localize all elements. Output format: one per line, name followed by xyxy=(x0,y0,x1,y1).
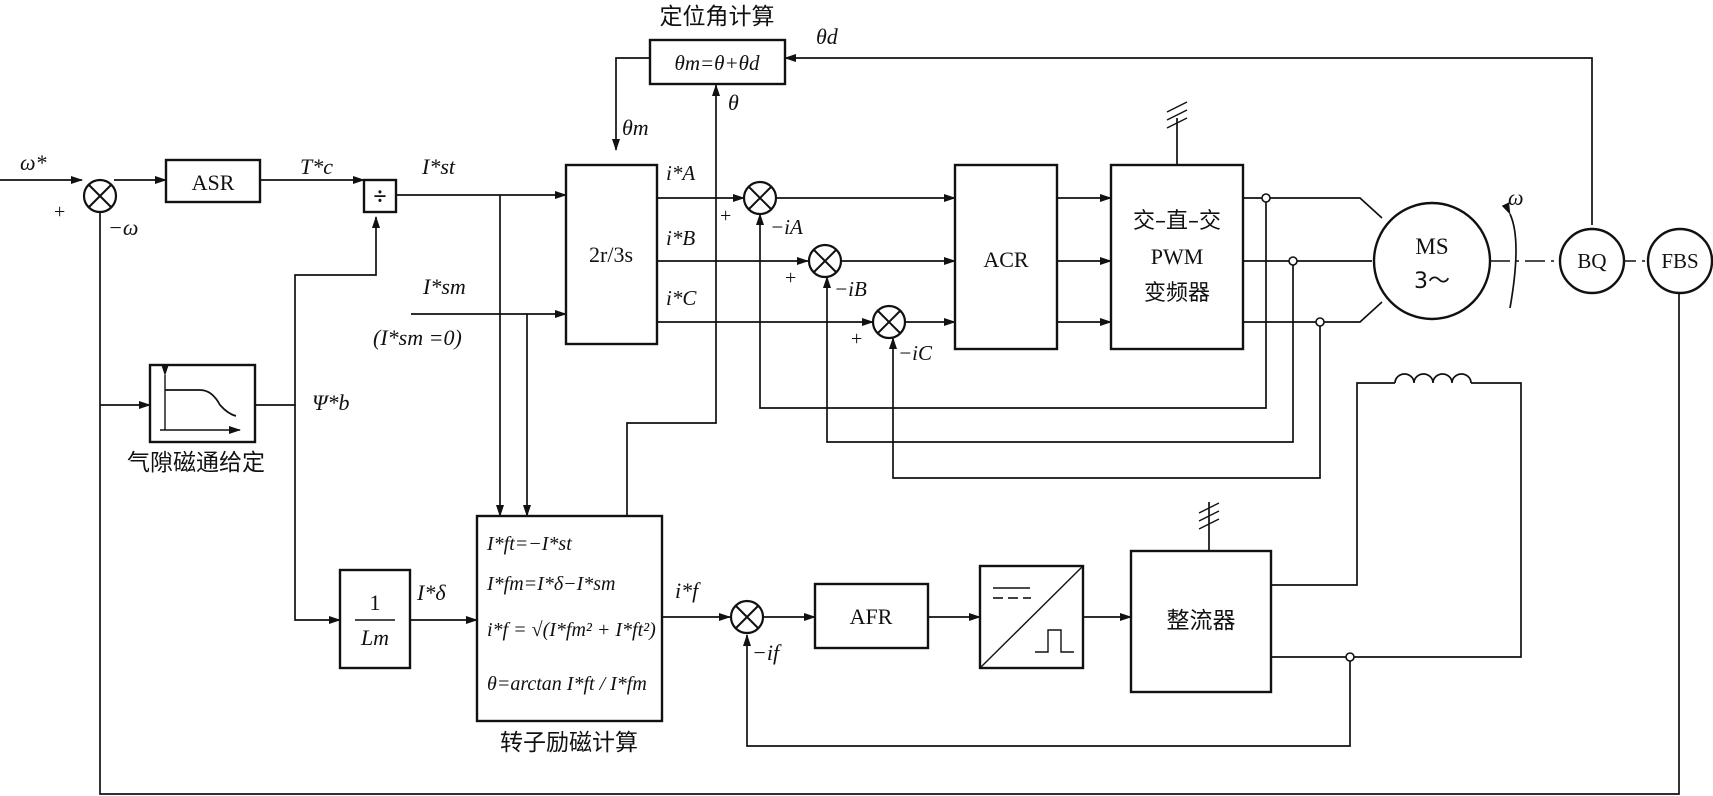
if-fb-label: −if xyxy=(752,640,782,665)
motor-circle xyxy=(1372,201,1492,321)
plus-sign-a: + xyxy=(720,205,731,227)
acr-label: ACR xyxy=(983,247,1029,272)
omega-ref-label: ω* xyxy=(20,150,47,175)
rotation-arrow-icon xyxy=(1501,202,1517,309)
lm-block xyxy=(338,568,412,670)
ic-fb-label: −iC xyxy=(898,341,933,365)
pwm-inverter-block xyxy=(1109,163,1245,351)
summing-junction-ic xyxy=(871,304,907,340)
summing-junction-speed xyxy=(82,178,118,214)
rotor-eq-1: I*ft=−I*st xyxy=(486,533,572,555)
acr-block xyxy=(953,163,1059,351)
rectifier-block xyxy=(1129,549,1273,694)
ib-ref-label: i*B xyxy=(666,226,695,250)
flux-curve-icon xyxy=(160,364,241,434)
ia-fb-label: −iA xyxy=(770,215,803,239)
pwm-label-3: 变频器 xyxy=(1144,281,1210,306)
plus-sign-c: + xyxy=(851,328,862,350)
signal-lines xyxy=(0,54,1680,795)
ia-ref-label: i*A xyxy=(666,161,695,185)
rotor-eq-4: θ=arctan I*ft / I*fm xyxy=(487,673,647,695)
rotor-eq-2: I*fm=I*δ−I*sm xyxy=(486,573,616,595)
lm-denominator: Lm xyxy=(360,625,389,650)
summing-junction-ia xyxy=(742,180,778,216)
tap-points xyxy=(1261,193,1355,662)
tc-label: T*c xyxy=(300,154,333,179)
summing-junction-ib xyxy=(807,243,843,279)
ic-ref-label: i*C xyxy=(666,286,697,310)
summing-junction-field xyxy=(729,599,765,635)
pwm-label-2: PWM xyxy=(1151,244,1204,269)
asr-block xyxy=(164,158,262,204)
omega-fb-label: −ω xyxy=(108,215,138,240)
bq-circle xyxy=(1558,227,1626,295)
theta-label: θ xyxy=(728,90,739,115)
ist-label: I*st xyxy=(421,154,456,179)
fbs-circle xyxy=(1646,227,1713,295)
idelta-label: I*δ xyxy=(416,580,446,605)
r2s-block xyxy=(564,163,659,346)
rectifier-label: 整流器 xyxy=(1167,608,1236,634)
rotor-calc-block xyxy=(475,514,664,723)
flux-caption: 气隙磁通给定 xyxy=(127,450,265,476)
omega-motor-label: ω xyxy=(1508,185,1524,210)
fbs-label: FBS xyxy=(1661,249,1698,273)
motor-label-1: MS xyxy=(1415,234,1448,259)
grid-ticks xyxy=(1166,101,1220,530)
afr-block xyxy=(813,582,930,650)
divider-block xyxy=(362,178,398,214)
motor-label-2: 3～ xyxy=(1414,269,1450,294)
bq-label: BQ xyxy=(1577,249,1606,273)
theta-calc-label: θm=θ+θd xyxy=(675,51,760,75)
theta-d-label: θd xyxy=(816,24,839,49)
plus-sign-b: + xyxy=(785,267,796,289)
dc-pulse-icon xyxy=(979,565,1084,669)
field-winding-coil xyxy=(1394,373,1472,384)
psi-label: Ψ*b xyxy=(312,390,349,415)
afr-label: AFR xyxy=(850,604,893,629)
ism-zero-label: (I*sm =0) xyxy=(373,325,462,350)
divider-label: ÷ xyxy=(373,184,386,210)
theta-m-label: θm xyxy=(622,115,649,140)
ism-label: I*sm xyxy=(422,274,466,299)
rotor-eq-3: i*f = √(I*fm² + I*ft²) xyxy=(487,619,656,641)
lm-numerator: 1 xyxy=(370,590,381,615)
rotor-calc-caption: 转子励磁计算 xyxy=(500,730,638,756)
ib-fb-label: −iB xyxy=(834,277,867,301)
pwm-label-1: 交–直–交 xyxy=(1133,209,1221,234)
theta-calc-block xyxy=(648,38,787,86)
asr-label: ASR xyxy=(192,170,235,195)
r2s-label: 2r/3s xyxy=(589,242,633,267)
plus-sign-1: + xyxy=(54,201,65,223)
if-ref-label: i*f xyxy=(675,578,701,603)
theta-calc-title: 定位角计算 xyxy=(660,4,775,30)
